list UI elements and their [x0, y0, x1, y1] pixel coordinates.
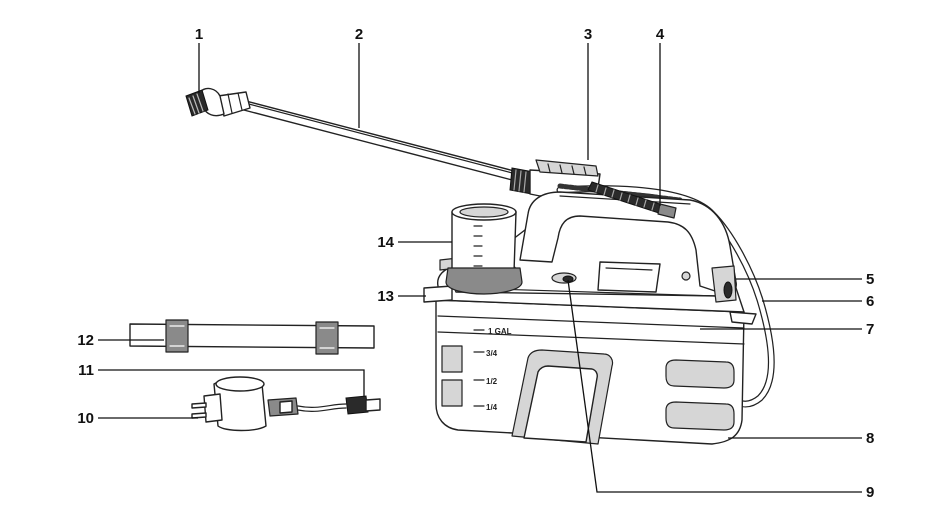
callout-10: 10	[77, 410, 94, 427]
callout-6: 6	[866, 293, 874, 310]
callout-7: 7	[866, 321, 874, 338]
callout-8: 8	[866, 430, 874, 447]
callout-9: 9	[866, 484, 874, 501]
tank-mark-half: 1/2	[486, 377, 498, 386]
callout-5: 5	[866, 271, 874, 288]
tank-mark-three-quarter: 3/4	[486, 349, 498, 358]
nozzle	[185, 87, 251, 117]
callout-12: 12	[77, 332, 94, 349]
callout-4: 4	[656, 26, 665, 43]
callout-2: 2	[355, 26, 363, 43]
callout-14: 14	[377, 234, 394, 251]
spray-wand	[239, 99, 519, 182]
callout-11: 11	[78, 362, 94, 379]
tank-body: 1 GAL 3/4 1/2 1/4	[435, 299, 745, 445]
callout-3: 3	[584, 26, 592, 43]
trigger-handle	[509, 159, 601, 197]
battery-rail	[587, 181, 677, 219]
measuring-cup	[445, 203, 523, 295]
callout-1: 1	[195, 26, 203, 43]
tank-mark-gal: 1 GAL	[488, 327, 512, 336]
hose-connector	[711, 265, 757, 325]
charge-window	[597, 261, 661, 293]
callout-13: 13	[377, 288, 394, 305]
usb-cable	[267, 395, 381, 417]
leader-lines	[98, 43, 862, 493]
shoulder-strap	[129, 319, 375, 355]
strap-clip	[423, 257, 459, 303]
tank-mark-quarter: 1/4	[486, 403, 498, 412]
wall-charger	[191, 376, 267, 432]
